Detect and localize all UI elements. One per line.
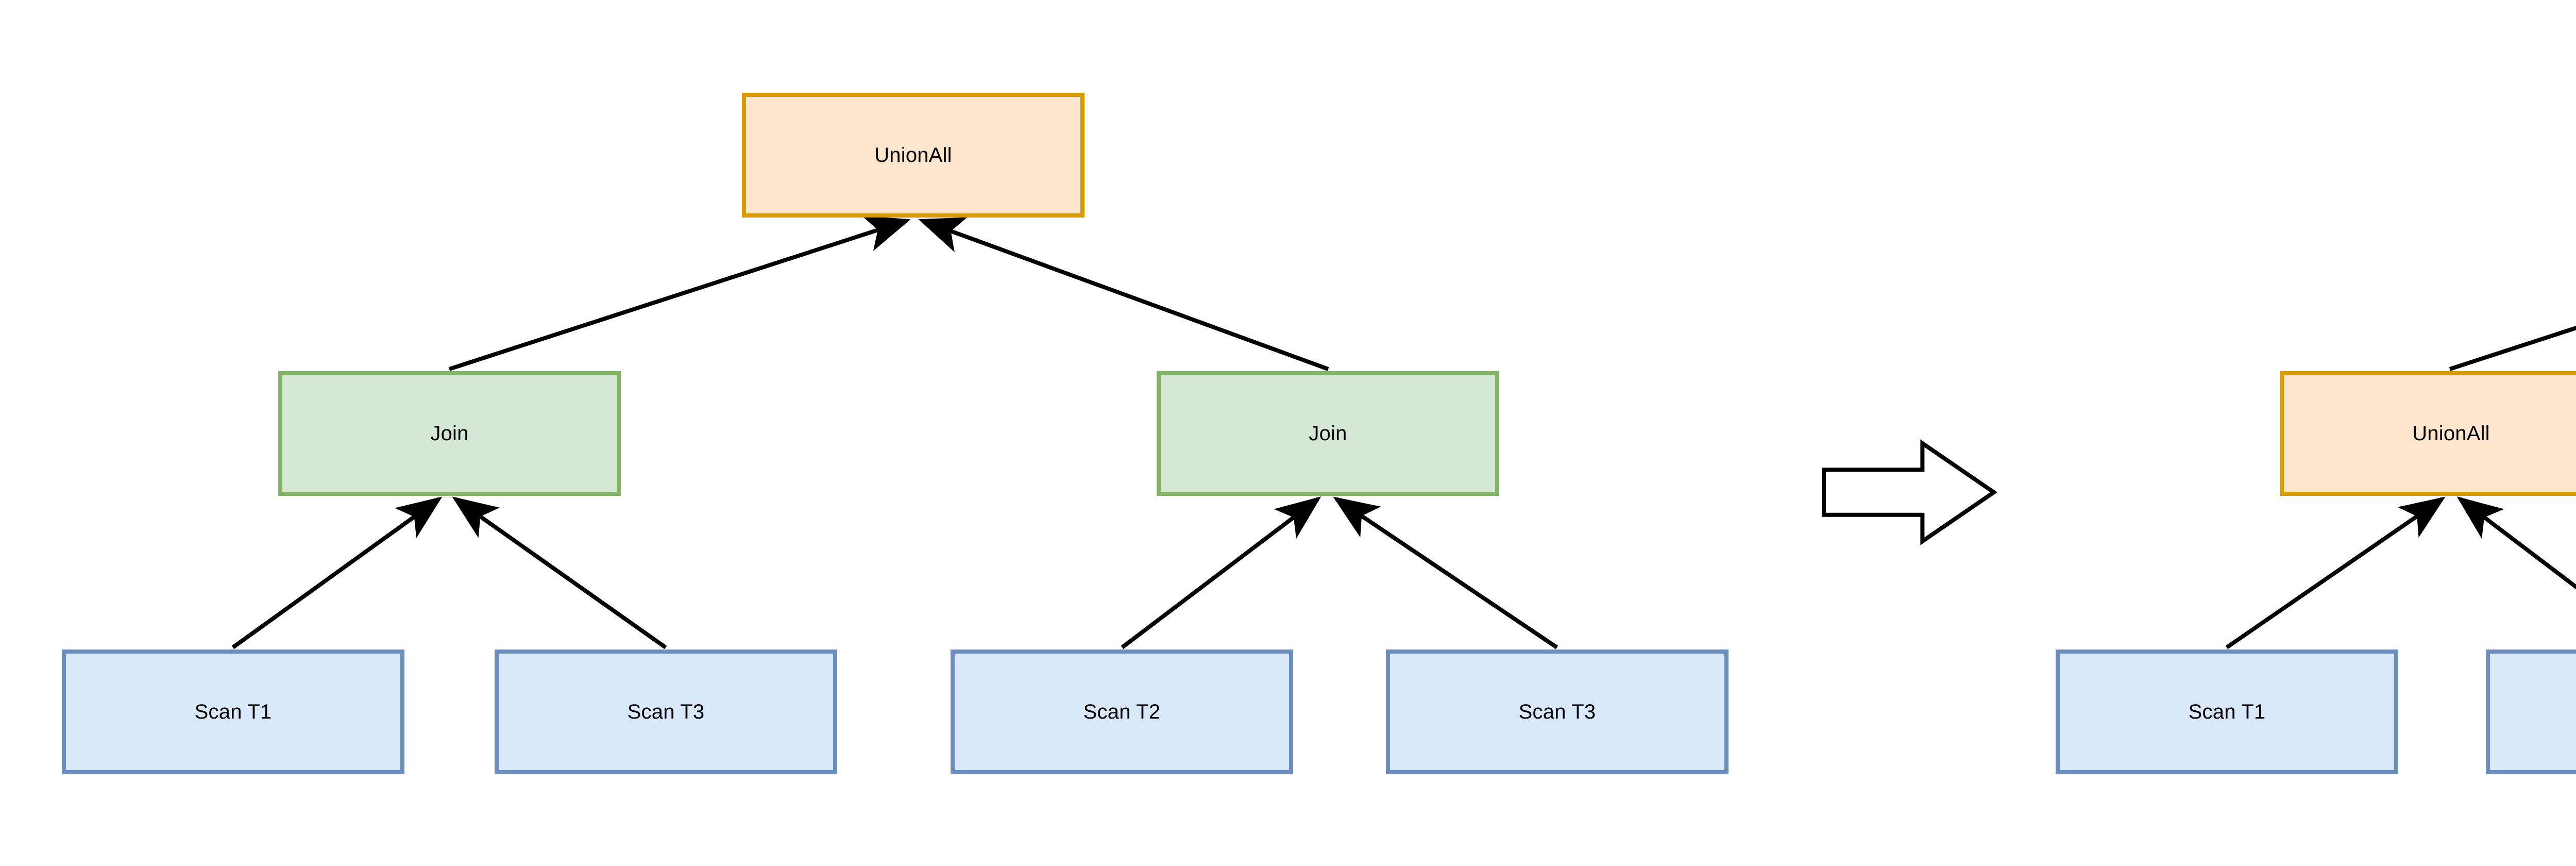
plan-node-label: Scan T2 bbox=[1083, 701, 1161, 723]
plan-edge-r-e3 bbox=[2225, 496, 2446, 649]
plan-node-l-scan-t1[interactable]: Scan T1 bbox=[62, 649, 404, 774]
plan-edge-l-e3 bbox=[231, 496, 443, 649]
plan-node-l-join-2[interactable]: Join bbox=[1157, 371, 1499, 496]
plan-node-label: Join bbox=[1309, 422, 1347, 445]
transform-arrow-shape bbox=[1822, 439, 1998, 545]
plan-node-label: UnionAll bbox=[2412, 422, 2490, 445]
plan-edge-r-e1 bbox=[2449, 325, 2576, 371]
plan-node-label: Scan T1 bbox=[194, 701, 272, 723]
plan-edge-l-e2 bbox=[918, 217, 1329, 371]
plan-node-r-scan-t1[interactable]: Scan T1 bbox=[2056, 649, 2398, 774]
plan-edge-l-e5 bbox=[1121, 496, 1321, 649]
plan-edge-l-e1 bbox=[448, 215, 911, 371]
transform-arrow-icon bbox=[1822, 439, 1998, 545]
plan-node-label: UnionAll bbox=[874, 144, 952, 166]
plan-node-l-scan-t3a[interactable]: Scan T3 bbox=[495, 649, 837, 774]
plan-node-l-scan-t2[interactable]: Scan T2 bbox=[951, 649, 1293, 774]
plan-node-label: Scan T1 bbox=[2188, 701, 2266, 723]
plan-node-r-scan-t2[interactable]: Scan T2 bbox=[2486, 649, 2576, 774]
plan-node-l-scan-t3b[interactable]: Scan T3 bbox=[1386, 649, 1728, 774]
plan-node-l-union[interactable]: UnionAll bbox=[742, 93, 1084, 218]
plan-node-label: Join bbox=[430, 422, 469, 445]
plan-node-r-union[interactable]: UnionAll bbox=[2280, 371, 2576, 496]
plan-edge-r-e4 bbox=[2456, 496, 2576, 590]
plan-node-label: Scan T3 bbox=[1518, 701, 1596, 723]
plan-edge-l-e4 bbox=[452, 496, 667, 649]
plan-node-label: Scan T3 bbox=[627, 701, 705, 723]
plan-edge-l-e6 bbox=[1333, 496, 1558, 649]
plan-node-l-join-1[interactable]: Join bbox=[278, 371, 621, 496]
